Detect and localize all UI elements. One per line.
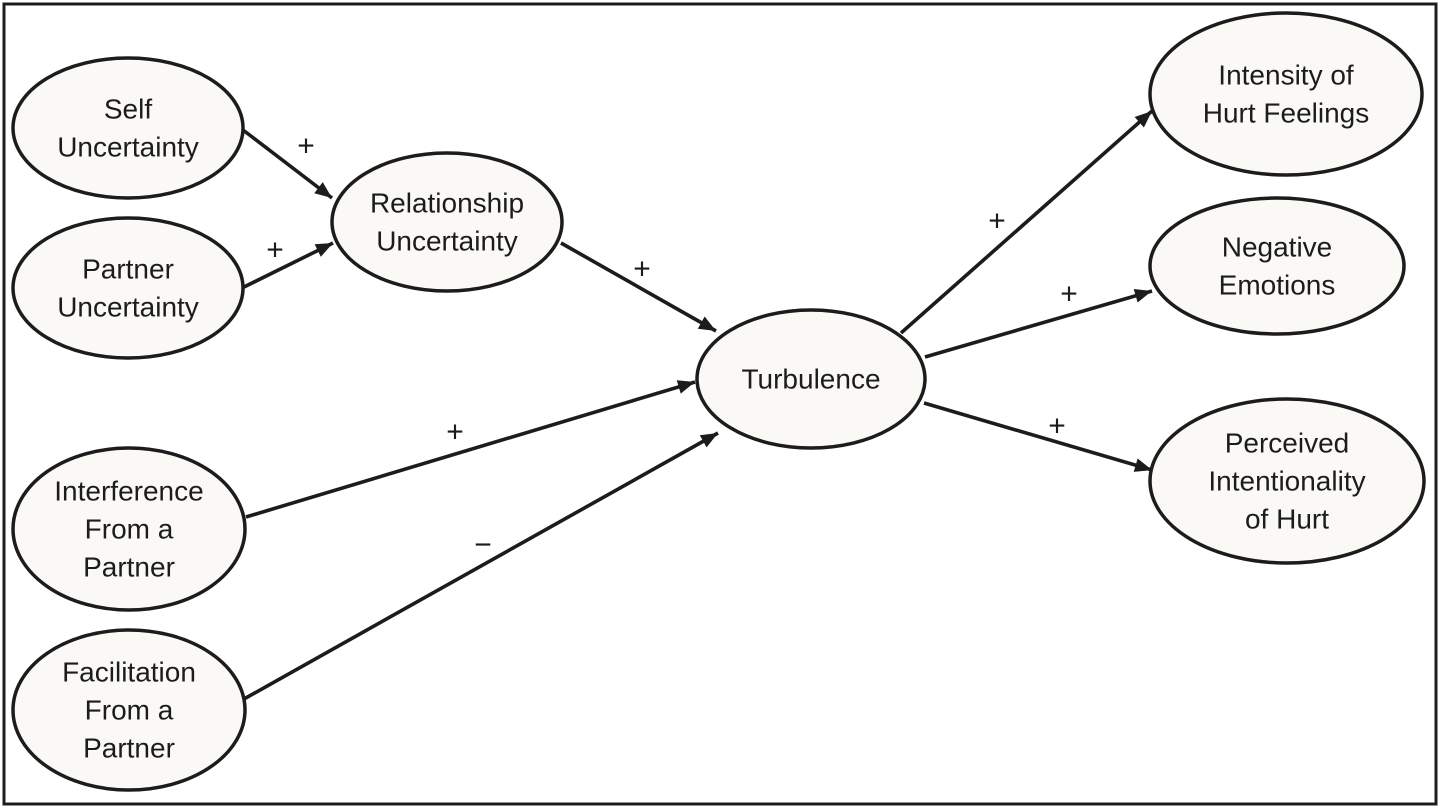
node-ellipse xyxy=(330,151,564,293)
edge-turbulence-to-intensity: + xyxy=(899,109,1154,335)
edge-sign-label: + xyxy=(266,234,284,267)
edge-line xyxy=(899,109,1154,335)
edge-line xyxy=(924,289,1153,359)
edge-line xyxy=(241,128,334,200)
edge-sign-label: + xyxy=(297,130,315,163)
node-turbulence: Turbulence xyxy=(695,308,927,450)
edge-sign-label: + xyxy=(1048,410,1066,443)
edge-line xyxy=(243,241,334,289)
edge-sign-label: + xyxy=(1060,278,1078,311)
edge-interference-to-turbulence: + xyxy=(245,380,696,519)
edge-turbulence-to-perceived: + xyxy=(923,401,1153,472)
node-label: Turbulence xyxy=(741,364,880,395)
edge-self-to-relationship: + xyxy=(241,128,334,200)
edge-turbulence-to-negative: + xyxy=(924,278,1153,359)
edge-sign-label: + xyxy=(633,253,651,286)
node-ellipse xyxy=(11,628,247,792)
node-ellipse xyxy=(1148,11,1424,177)
node-ellipse xyxy=(1148,196,1406,336)
node-ellipse xyxy=(11,446,247,612)
edge-line xyxy=(560,241,717,333)
edge-line xyxy=(243,431,719,701)
node-ellipse xyxy=(695,308,927,450)
edge-facilitation-to-turbulence: − xyxy=(243,431,719,701)
edge-line xyxy=(245,380,696,519)
node-ellipse xyxy=(1148,397,1426,565)
edge-sign-label: + xyxy=(446,416,464,449)
edge-sign-label: + xyxy=(988,205,1006,238)
node-ellipse xyxy=(11,56,245,200)
edge-line xyxy=(923,401,1153,472)
edge-sign-label: − xyxy=(474,529,492,562)
edge-relationship-to-turbulence: + xyxy=(560,241,717,333)
node-ellipse xyxy=(11,216,245,360)
edge-partner-to-relationship: + xyxy=(243,234,334,289)
